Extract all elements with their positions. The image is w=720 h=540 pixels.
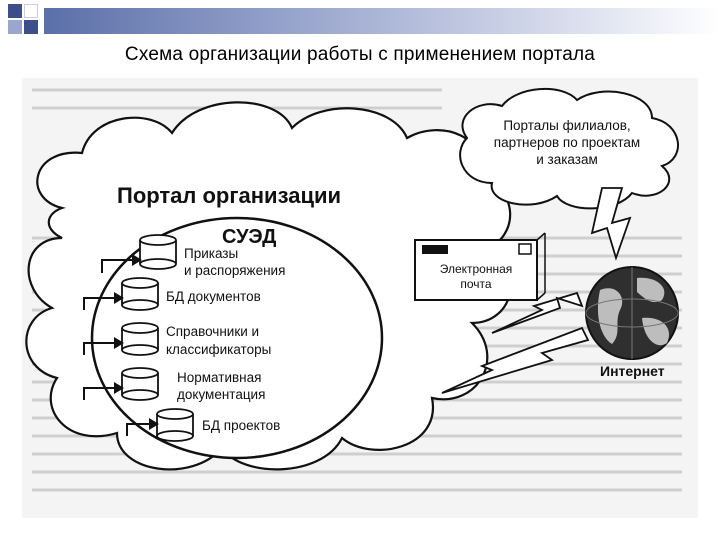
decor-square-3 [8,20,22,34]
db-cylinder-2 [121,277,159,311]
arrow-2 [83,292,124,310]
db-label-3-line-2: классификаторы [166,342,271,357]
sued-label: СУЭД [222,226,276,248]
page-title: Схема организации работы с применением п… [124,44,596,65]
internet-label: Интернет [600,363,665,379]
email-label-line-1: Электронная [440,262,513,276]
sued-ellipse [90,216,384,460]
header-gradient-strip [44,8,720,34]
db-cylinder-3 [121,322,159,356]
arrows [83,254,159,436]
portal-title: Портал организации [117,183,341,208]
arrow-5 [126,418,159,436]
email-label-line-2: почта [460,277,492,291]
diagram: Портал организации СУЭД Приказы и распор… [22,78,698,518]
branches-label-line-3: и заказам [536,152,598,167]
bolt-internet-to-sued [441,326,590,394]
db-label-2: БД документов [166,289,261,304]
header-decoration [0,0,720,40]
db-label-3-line-1: Справочники и [166,324,259,339]
db-label-5: БД проектов [202,418,280,433]
decor-square-4 [24,20,38,34]
lightning-bolts [441,187,632,394]
db-cylinder-1 [139,234,177,270]
arrow-4 [83,382,124,400]
branches-cloud-shape [459,88,679,210]
branches-label-line-1: Порталы филиалов, [503,118,630,133]
globe-icon [585,266,679,360]
email-envelope [414,232,546,301]
db-label-1-line-2: и распоряжения [184,263,285,278]
decor-square-2 [24,4,38,18]
database-cylinders [121,234,194,442]
db-label-4-line-2: документация [177,387,265,402]
diagram-canvas: Портал организации СУЭД Приказы и распор… [25,88,682,492]
branches-label-line-2: партнеров по проектам [494,135,640,150]
arrow-3 [83,337,124,355]
db-label-4-line-1: Нормативная [177,370,261,385]
db-cylinder-4 [121,367,159,401]
arrow-1 [101,254,142,273]
bolt-internet-to-email [491,291,584,334]
db-label-1-line-1: Приказы [184,246,238,261]
db-cylinder-5 [156,408,194,442]
bolt-branches-to-internet [590,187,632,261]
decor-square-1 [8,4,22,18]
